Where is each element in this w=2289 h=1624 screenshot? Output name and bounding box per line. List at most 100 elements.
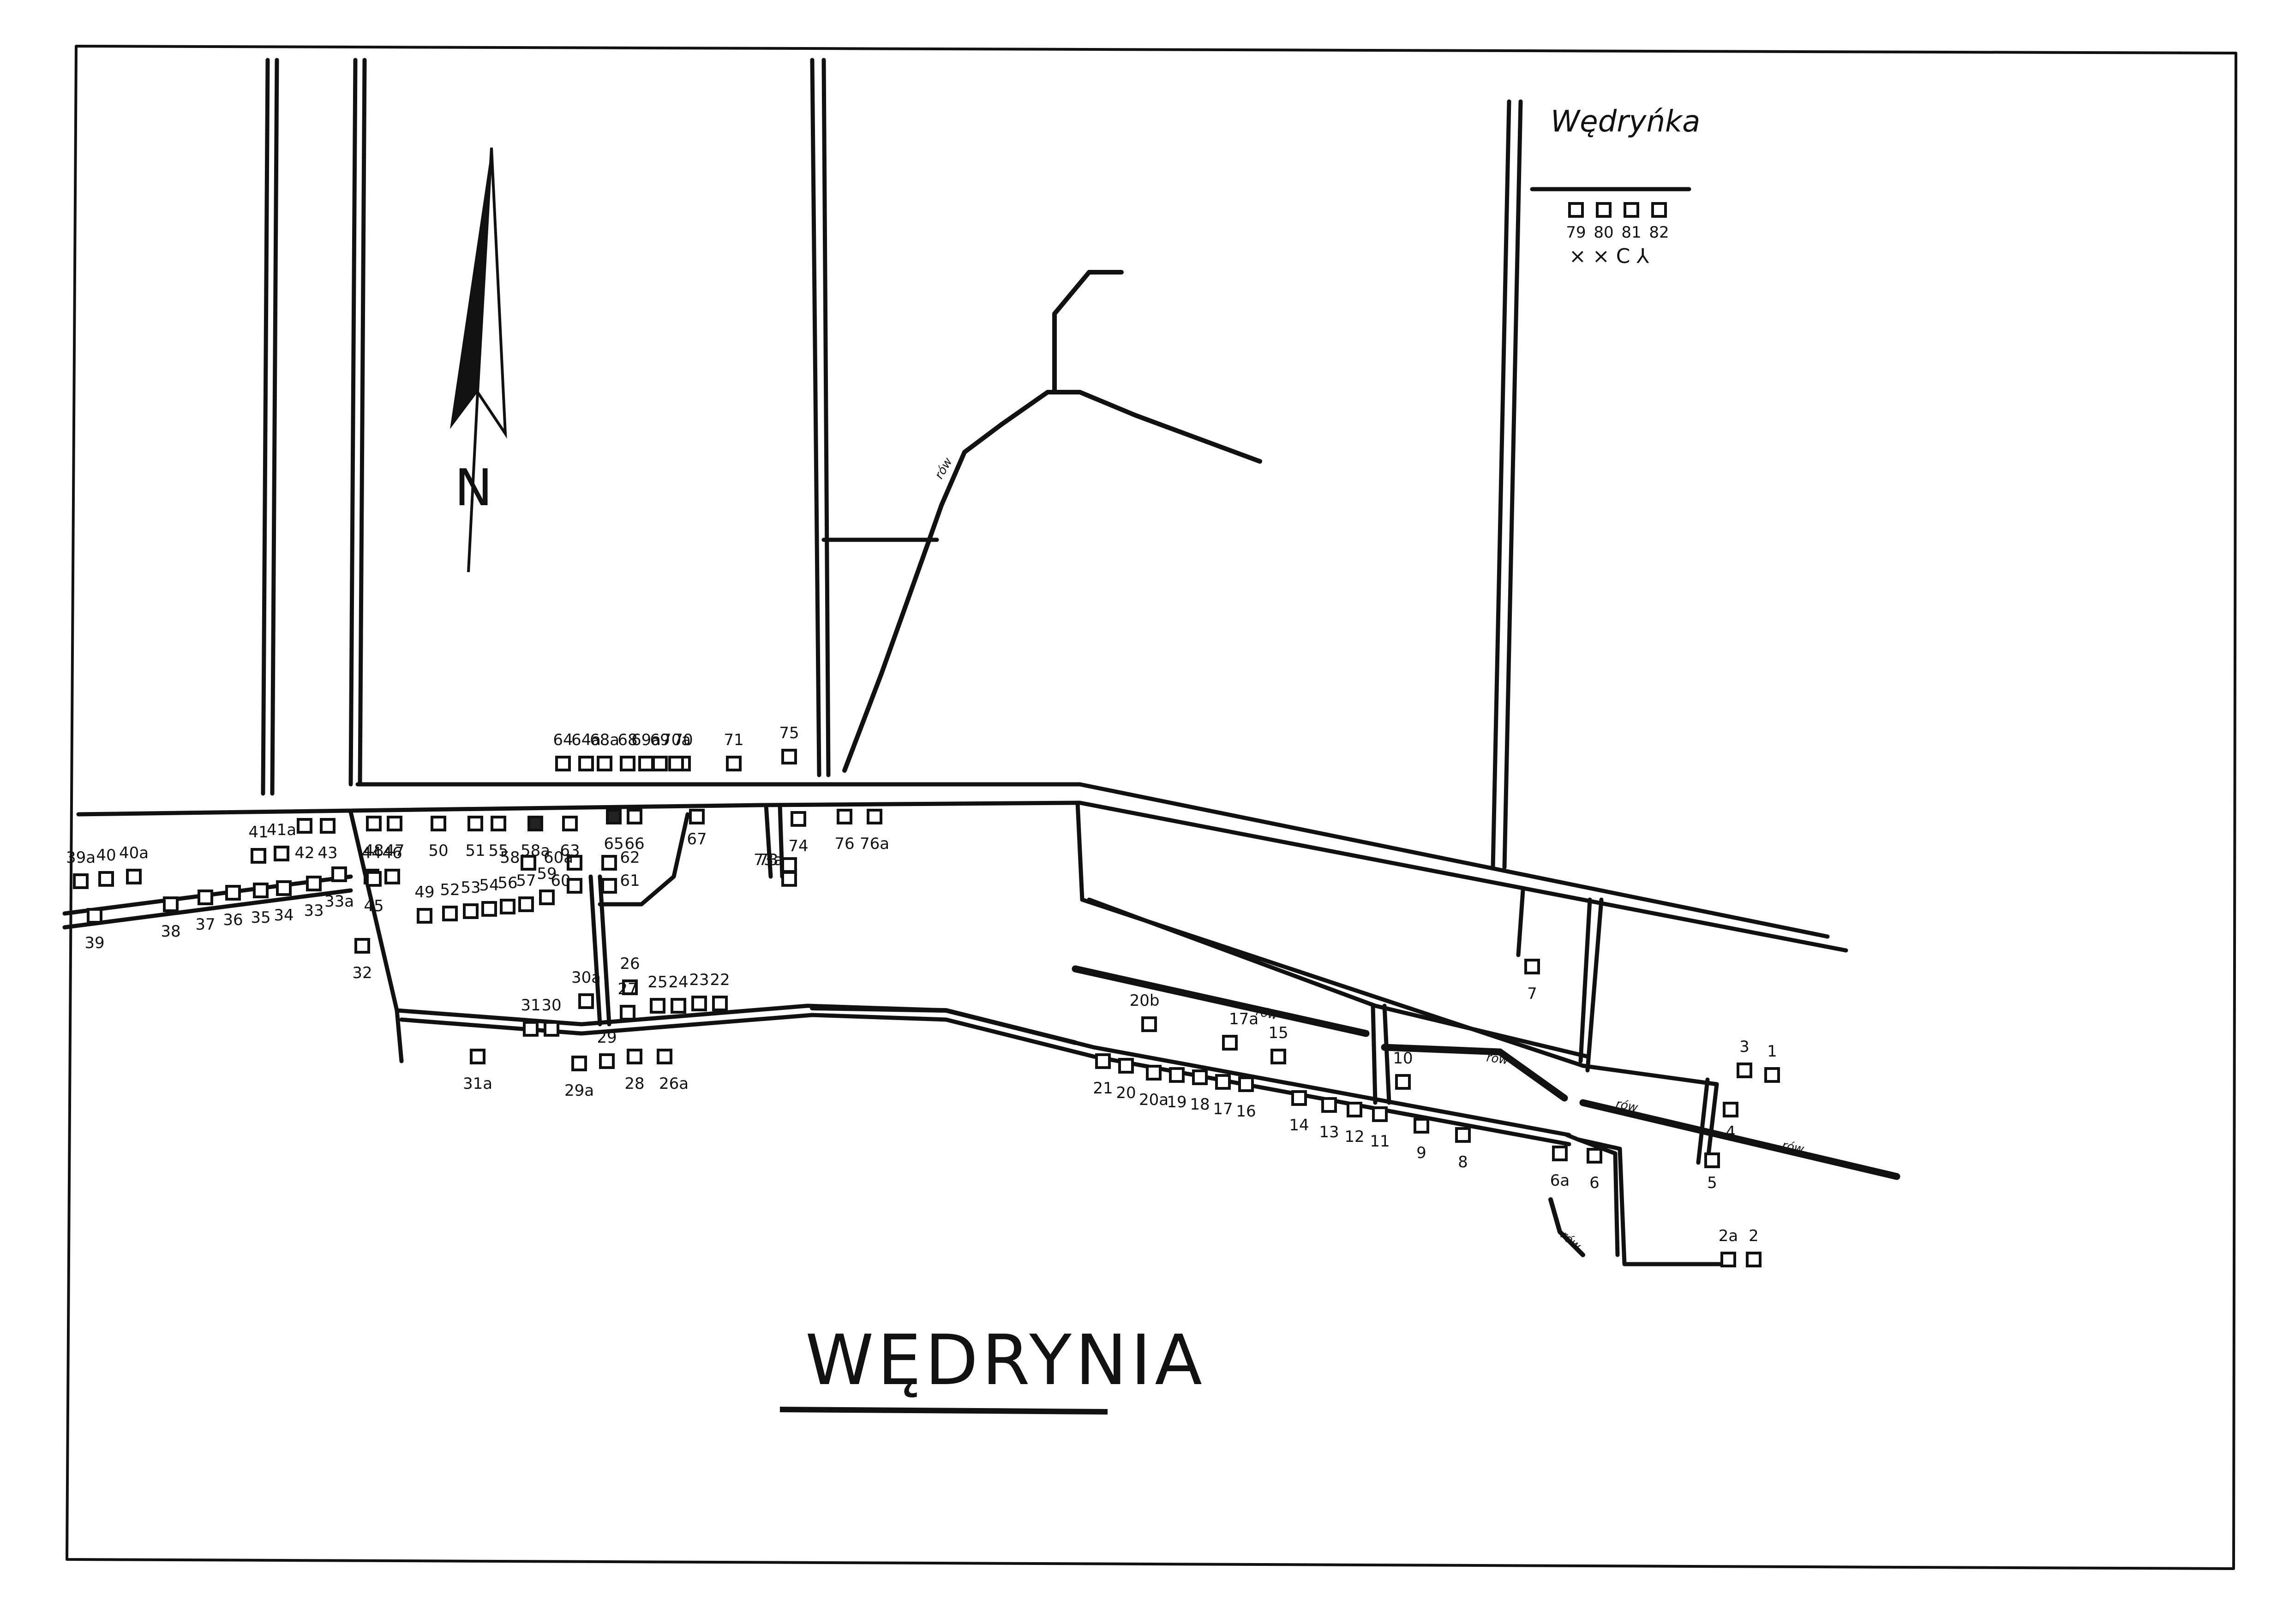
north-arrow: N <box>450 147 507 573</box>
house-number: 63 <box>560 842 580 860</box>
house-number: 68 <box>617 731 637 749</box>
house-69a: 69a <box>631 731 661 771</box>
house-36: 36 <box>223 885 243 929</box>
house-number: 16 <box>1236 1102 1256 1121</box>
house-marker <box>1568 202 1584 218</box>
house-50: 50 <box>428 816 449 860</box>
house-73a: 73a <box>754 851 797 873</box>
house-marker <box>712 996 728 1011</box>
house-67: 67 <box>687 809 707 848</box>
house-8: 8 <box>1455 1127 1471 1171</box>
house-number: 47 <box>384 842 404 860</box>
house-46: 46 <box>382 844 402 884</box>
house-marker <box>320 818 336 834</box>
house-19: 19 <box>1167 1067 1187 1111</box>
house-marker <box>1270 1049 1286 1064</box>
house-number: 33a <box>324 892 354 911</box>
house-marker <box>567 878 582 894</box>
house-marker <box>1118 1058 1134 1074</box>
house-marker <box>274 846 289 861</box>
house-number: 25 <box>647 973 667 991</box>
house-21: 21 <box>1093 1053 1113 1098</box>
house-marker <box>657 1049 672 1064</box>
house-30: 30 <box>541 996 562 1037</box>
house-number: 2 <box>1749 1227 1759 1245</box>
house-number: 8 <box>1458 1153 1468 1171</box>
house-number: 73 <box>758 851 778 869</box>
house-41: 41 <box>248 823 269 864</box>
house-marker <box>689 809 705 824</box>
house-marker <box>1524 959 1540 974</box>
house-24: 24 <box>668 973 689 1014</box>
house-marker <box>867 809 882 824</box>
house-66: 66 <box>624 809 645 853</box>
house-number: 44 <box>361 844 381 862</box>
house-number: 62 <box>620 848 640 867</box>
house-number: 23 <box>689 971 709 989</box>
house-number: 5 <box>1707 1174 1717 1192</box>
house-marker <box>578 756 594 771</box>
house-number: 69a <box>631 731 661 749</box>
house-number: 11 <box>1370 1132 1390 1151</box>
house-marker <box>650 998 665 1014</box>
house-number: 28 <box>624 1075 644 1093</box>
house-marker <box>366 871 382 887</box>
house-marker <box>276 880 292 896</box>
house-81: 81 <box>1621 202 1642 242</box>
house-59: 59 <box>537 865 557 905</box>
house-43: 43 <box>318 818 338 862</box>
house-10: 10 <box>1393 1049 1413 1090</box>
house-68a: 68a <box>590 731 619 771</box>
house-number: 57 <box>516 872 536 890</box>
house-80: 80 <box>1594 202 1614 242</box>
ditch-label-3: rów <box>1486 1051 1510 1067</box>
house-marker <box>781 857 797 873</box>
house-56: 56 <box>497 874 518 914</box>
house-number: 51 <box>465 842 485 860</box>
map-title-text: WĘDRYNIA <box>805 1320 1206 1401</box>
house-20b: 20b <box>1130 991 1159 1032</box>
house-number: 21 <box>1093 1079 1113 1098</box>
house-number: 52 <box>440 881 460 899</box>
house-25: 25 <box>647 973 668 1014</box>
house-82: 82 <box>1649 202 1669 242</box>
house-number: 29a <box>564 1081 594 1100</box>
house-6: 6 <box>1587 1148 1602 1192</box>
house-number: 6 <box>1589 1174 1600 1192</box>
house-marker <box>463 903 479 919</box>
house-73: 73 <box>758 851 797 887</box>
house-marker <box>652 756 668 771</box>
house-number: 58 <box>500 848 520 867</box>
house-marker <box>1169 1067 1185 1083</box>
house-39a: 39a <box>66 848 96 889</box>
house-number: 1 <box>1767 1042 1777 1061</box>
house-number: 12 <box>1344 1128 1364 1146</box>
house-marker <box>98 871 114 887</box>
house-number: 68a <box>590 731 619 749</box>
house-1: 1 <box>1764 1042 1780 1083</box>
house-number: 75 <box>779 724 799 742</box>
house-number: 70 <box>673 731 693 749</box>
house-75: 75 <box>779 724 799 764</box>
house-number: 31 <box>521 996 540 1015</box>
house-marker <box>620 1005 635 1021</box>
house-number: 3 <box>1739 1038 1750 1056</box>
house-6a: 6a <box>1550 1146 1570 1190</box>
house-number: 71 <box>724 731 743 749</box>
house-number: 60 <box>551 872 570 890</box>
house-17: 17 <box>1213 1074 1233 1118</box>
house-number: 60a <box>544 848 573 867</box>
house-number: 48 <box>364 842 383 860</box>
house-number: 70a <box>661 731 691 749</box>
house-marker <box>442 906 458 921</box>
house-marks: × × C ⅄ <box>1569 245 1649 268</box>
house-number: 20 <box>1116 1084 1136 1102</box>
house-number: 37 <box>195 915 215 934</box>
house-31a: 31a <box>463 1049 492 1093</box>
house-number: 10 <box>1393 1049 1413 1068</box>
house-76a: 76a <box>860 809 889 853</box>
house-marker <box>518 896 534 912</box>
house-28: 28 <box>624 1049 645 1093</box>
house-marker <box>225 885 241 901</box>
